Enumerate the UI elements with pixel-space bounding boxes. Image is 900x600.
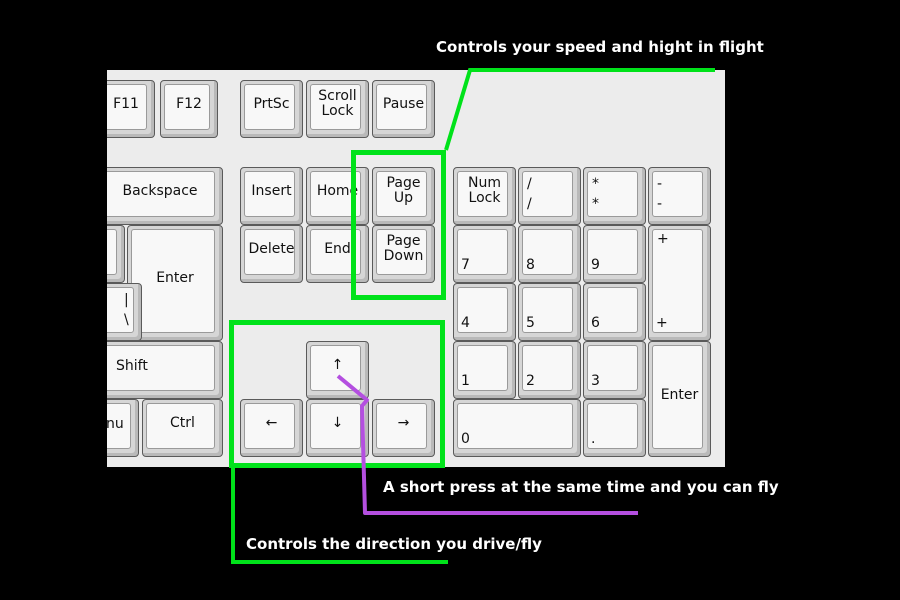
key-arrow-right: → [372,399,435,457]
key-num-star: * * [583,167,646,225]
key-enter: Enter [127,225,223,341]
key-num-slash: / / [518,167,581,225]
key-insert: Insert [240,167,303,225]
key-page-up: Page Up [372,167,435,225]
key-num9: 9 [583,225,646,283]
annotation-direction: Controls the direction you drive/fly [246,535,542,553]
highlight-page-keys [351,150,446,300]
key-menu: nu [107,399,139,457]
highlight-arrow-keys [229,320,445,468]
key-num1: 1 [453,341,516,399]
keyboard: F11 F12 PrtSc Scroll Lock Pause Backspac… [107,70,725,467]
key-num0: 0 [453,399,581,457]
annotation-speed: Controls your speed and hight in flight [436,38,764,56]
key-backslash: | \ [107,283,142,341]
key-num7: 7 [453,225,516,283]
key-partial-left [107,225,125,283]
key-num3: 3 [583,341,646,399]
speed-callout-line [444,68,715,151]
key-num8: 8 [518,225,581,283]
key-f11: F11 [107,80,155,138]
key-num6: 6 [583,283,646,341]
key-num4: 4 [453,283,516,341]
key-num-enter: Enter [648,341,711,457]
key-num-dot: . [583,399,646,457]
key-arrow-left: ← [240,399,303,457]
key-pause: Pause [372,80,435,138]
key-num5: 5 [518,283,581,341]
key-delete: Delete [240,225,303,283]
key-num-minus: - - [648,167,711,225]
key-arrow-up: ↑ [306,341,369,399]
key-shift: Shift [107,341,223,399]
key-arrow-down: ↓ [306,399,369,457]
key-num-lock: Num Lock [453,167,516,225]
key-prtsc: PrtSc [240,80,303,138]
fly-callout-line [336,374,638,515]
key-ctrl: Ctrl [142,399,223,457]
key-num-plus: + + [648,225,711,341]
key-scroll-lock: Scroll Lock [306,80,369,138]
key-page-down: Page Down [372,225,435,283]
key-num2: 2 [518,341,581,399]
key-backspace: Backspace [107,167,223,225]
direction-callout-line [231,468,448,564]
annotation-fly: A short press at the same time and you c… [383,478,779,496]
key-f12: F12 [160,80,218,138]
